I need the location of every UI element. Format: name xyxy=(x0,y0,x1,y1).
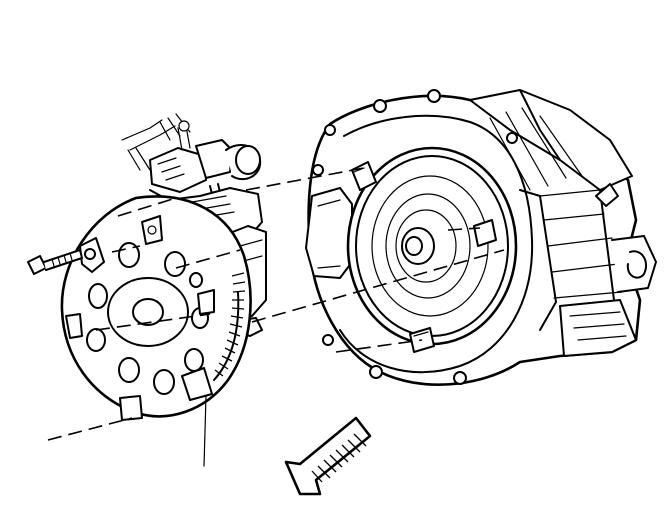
arrow-down-left-icon xyxy=(284,416,372,496)
flexplate-icon xyxy=(60,195,252,421)
alignment-lines xyxy=(47,167,505,441)
torque-converter-icon xyxy=(346,146,518,353)
bolt-icon xyxy=(27,249,83,275)
leader-line xyxy=(203,395,207,467)
